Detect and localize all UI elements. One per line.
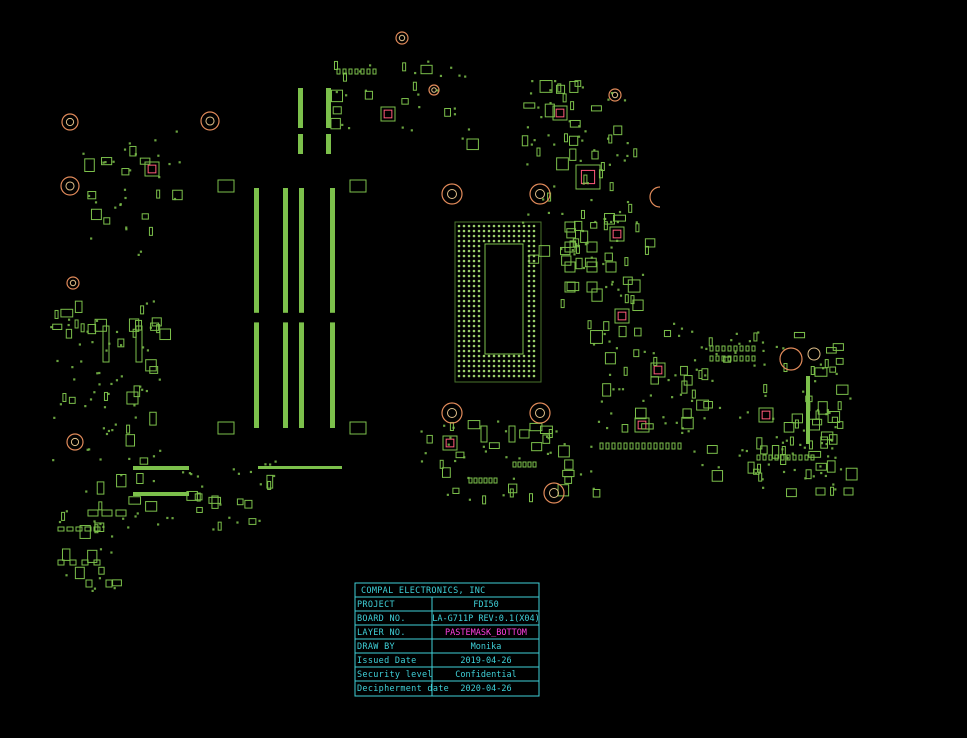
title-block-label: LAYER NO. (357, 628, 406, 638)
title-block-label: BOARD NO. (357, 614, 406, 624)
title-block-label: PROJECT (357, 600, 395, 610)
title-block-value: FDI50 (473, 600, 499, 610)
title-block-value: Confidential (455, 670, 516, 680)
title-block-value: 2019-04-26 (460, 656, 511, 666)
title-block-value: LA-G711P REV:0.1(X04) (432, 614, 539, 624)
pads-layer (52, 60, 858, 588)
title-block-label: Issued Date (357, 656, 417, 666)
bga-dots-layer (50, 60, 852, 592)
title-block-value: Monika (471, 642, 502, 652)
title-block-label: DRAW BY (357, 642, 395, 652)
title-block: COMPAL ELECTRONICS, INC PROJECT FDI50BOAR… (354, 582, 540, 697)
title-block-label: Security level (357, 670, 433, 680)
title-block-value: 2020-04-26 (460, 684, 511, 694)
company-name: COMPAL ELECTRONICS, INC (361, 586, 486, 596)
mounting-holes-layer (60, 31, 821, 504)
title-block-value: PASTEMASK_BOTTOM (445, 628, 527, 638)
title-block-label: Decipherment date (357, 684, 449, 694)
